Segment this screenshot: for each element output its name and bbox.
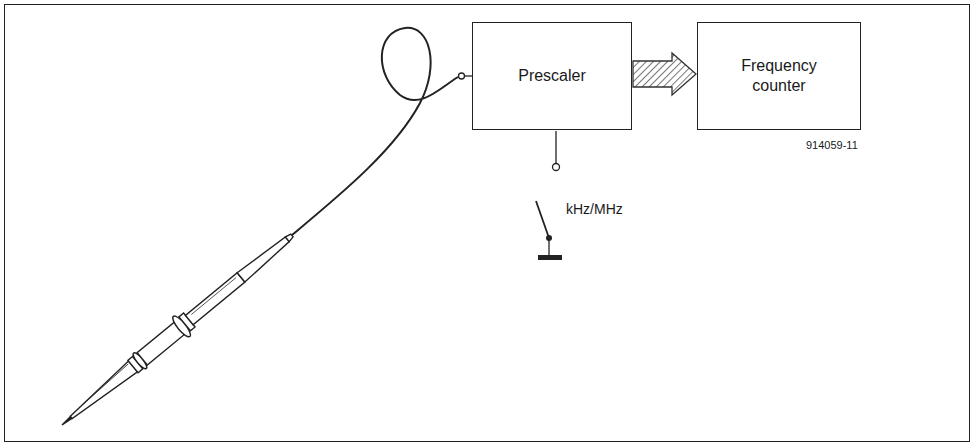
- data-bus-arrow: [633, 53, 696, 95]
- box-title: Prescaler: [518, 66, 586, 86]
- prescaler-box: Prescaler: [472, 22, 632, 130]
- figure-number: 914059-11: [806, 139, 858, 151]
- switch-label: kHz/MHz: [566, 201, 623, 217]
- box-title: Frequency counter: [729, 56, 829, 96]
- counter-box: Frequency counter: [697, 22, 861, 130]
